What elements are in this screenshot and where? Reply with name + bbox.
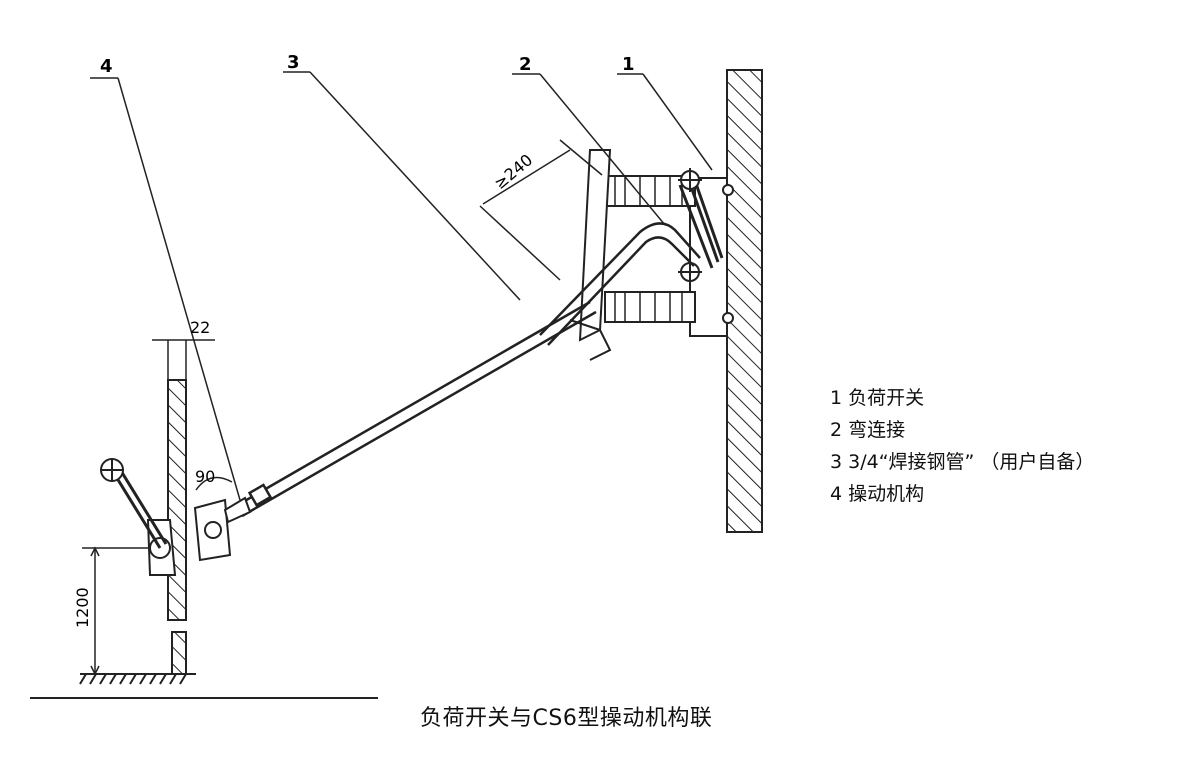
- legend: 1 负荷开关 2 弯连接 3 3/4“焊接钢管” （用户自备） 4 操动机构: [830, 382, 1094, 510]
- load-switch: [569, 149, 734, 361]
- callout-3: 3: [287, 52, 300, 73]
- dimension-22-label: 22: [190, 318, 210, 337]
- dimension-90-label: 90: [195, 467, 215, 486]
- callout-4: 4: [100, 56, 113, 77]
- right-wall: [726, 69, 763, 533]
- legend-item-2: 2 弯连接: [830, 419, 906, 441]
- legend-item-4: 4 操动机构: [830, 483, 925, 505]
- dimension-90: [195, 476, 233, 491]
- dimension-1200-label: 1200: [73, 587, 92, 628]
- callout-2: 2: [519, 54, 532, 75]
- leader-lines: [90, 71, 713, 501]
- steel-pipe: [235, 300, 597, 518]
- legend-item-3: 3 3/4“焊接钢管” （用户自备）: [830, 451, 1095, 473]
- dimension-1200: [82, 546, 150, 676]
- legend-item-1: 1 负荷开关: [830, 387, 925, 409]
- dimension-22: [152, 339, 215, 380]
- bend-connector: [539, 222, 701, 346]
- dimension-240-label: ≥240: [490, 150, 536, 193]
- figure-caption: 负荷开关与CS6型操动机构联: [420, 706, 713, 731]
- operating-mechanism: [100, 458, 252, 576]
- callout-1: 1: [622, 54, 635, 75]
- floor: [79, 673, 196, 685]
- dimension-240: [479, 139, 603, 281]
